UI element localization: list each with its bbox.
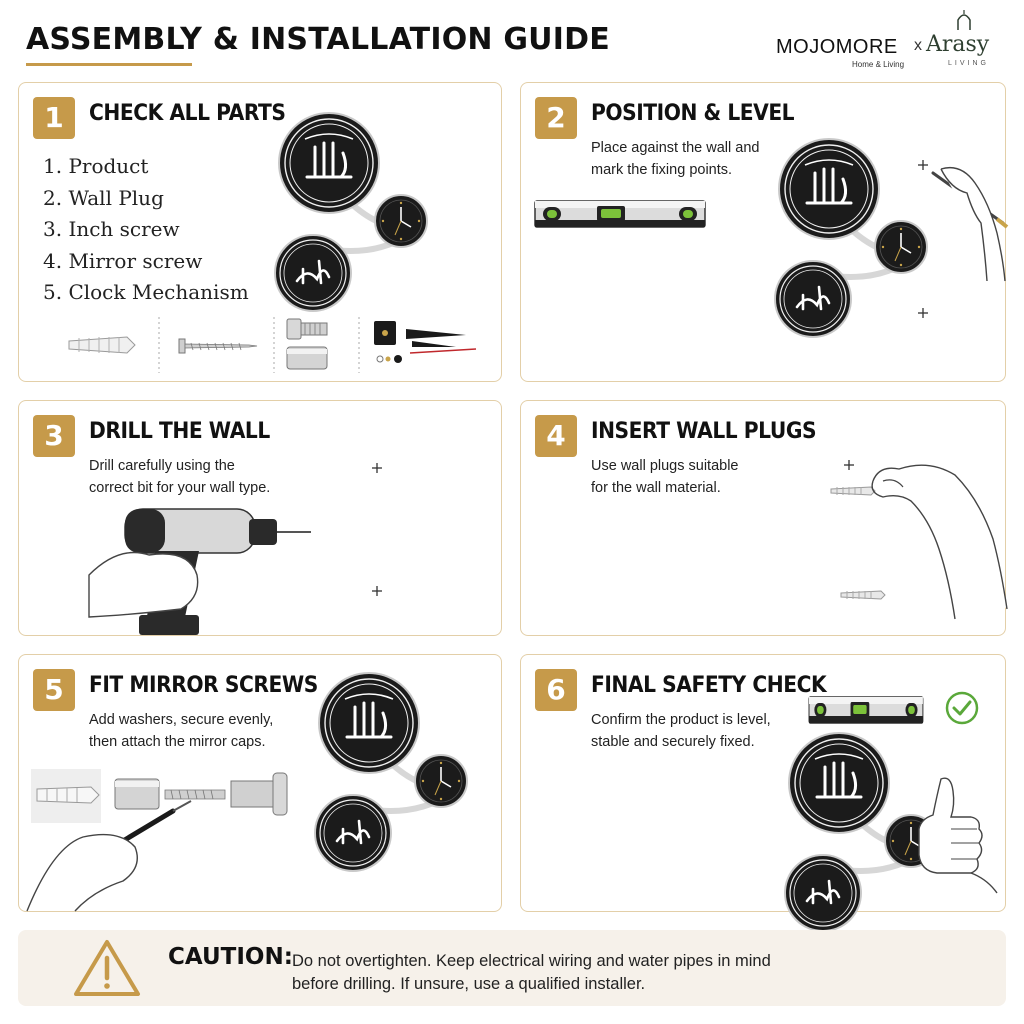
step-number: 5: [33, 669, 75, 711]
brand-logo: MOJOMORE Home & Living x Arasy LIVING: [776, 10, 1012, 74]
parts-list-item: 4. Mirror screw: [43, 248, 203, 273]
step-description-line: Place against the wall and: [591, 140, 760, 156]
spirit-level-icon: [534, 200, 706, 228]
step-title: CHECK ALL PARTS: [89, 101, 286, 126]
step-description-line: Use wall plugs suitable: [591, 458, 739, 474]
step-title: FIT MIRROR SCREWS: [89, 673, 318, 698]
parts-list-item: 1. Product: [43, 154, 149, 178]
crosshair-mark-icon: [843, 459, 855, 471]
brand-separator: x: [914, 37, 922, 54]
hand-with-screwdriver-icon: [26, 800, 192, 912]
step-description: Place against the wall and mark the fixi…: [591, 137, 759, 181]
warning-icon: [74, 940, 140, 996]
step-card-2: 2 POSITION & LEVEL Place against the wal…: [520, 82, 1009, 382]
brand-arasy-tagline: LIVING: [948, 60, 989, 67]
crosshair-mark-icon: [371, 585, 383, 597]
parts-list-item: 5. Clock Mechanism: [43, 280, 249, 304]
step-title: POSITION & LEVEL: [591, 101, 795, 126]
caution-text-line: before drilling. If unsure, use a qualif…: [292, 975, 646, 993]
thumbs-up-icon: [918, 777, 998, 894]
step-title: DRILL THE WALL: [89, 419, 270, 444]
step-title: FINAL SAFETY CHECK: [591, 673, 827, 698]
drill-icon: [88, 508, 311, 635]
step-description-line: then attach the mirror caps.: [89, 734, 266, 750]
step-description-line: correct bit for your wall type.: [89, 480, 271, 496]
step-description: Add washers, secure evenly, then attach …: [89, 709, 273, 753]
parts-list-item: 3. Inch screw: [43, 217, 180, 241]
parts-list: 1. Product 2. Wall Plug 3. Inch screw 4.…: [43, 151, 249, 309]
parts-row: [68, 317, 477, 373]
brand-mojomore-tagline: Home & Living: [852, 60, 905, 69]
step-description: Use wall plugs suitable for the wall mat…: [591, 455, 739, 499]
product-illustration: [317, 673, 487, 903]
mirror-screw-assembly-icon: [31, 769, 288, 823]
caution-text-line: Do not overtighten. Keep electrical wiri…: [292, 952, 771, 970]
step-number: 2: [535, 97, 577, 139]
caution-banner: CAUTION: Do not overtighten. Keep electr…: [18, 930, 1006, 1006]
brand-arasy: Arasy: [926, 32, 990, 57]
page-title: ASSEMBLY & INSTALLATION GUIDE: [26, 22, 610, 57]
caution-label: CAUTION:: [168, 944, 293, 970]
caution-text: Do not overtighten. Keep electrical wiri…: [292, 950, 771, 996]
spirit-level-icon: [808, 696, 924, 724]
step-description-line: stable and securely fixed.: [591, 734, 755, 750]
clock-mechanism-icon: [374, 321, 477, 363]
crosshair-mark-icon: [371, 462, 383, 474]
step-description-line: Add washers, secure evenly,: [89, 712, 274, 728]
step-description: Confirm the product is level, stable and…: [591, 709, 771, 753]
parts-list-item: 2. Wall Plug: [43, 185, 164, 210]
check-circle-icon: [945, 691, 979, 725]
wall-plug-icon: [68, 336, 136, 354]
product-illustration: [777, 139, 937, 359]
step-description-line: for the wall material.: [591, 480, 721, 496]
step-card-4: 4 INSERT WALL PLUGS Use wall plugs suita…: [520, 400, 1008, 636]
step-card-1: 1 CHECK ALL PARTS 1. Product 2. Wall Plu…: [18, 82, 502, 382]
step-number: 3: [33, 415, 75, 457]
step-description: Drill carefully using the correct bit fo…: [89, 455, 270, 499]
step-number: 4: [535, 415, 577, 457]
brand-mojomore: MOJOMORE: [776, 36, 898, 58]
step-title: INSERT WALL PLUGS: [591, 419, 817, 444]
product-illustration: [277, 113, 437, 333]
title-underline: [26, 63, 192, 66]
step-card-5: 5 FIT MIRROR SCREWS Add washers, secure …: [18, 654, 502, 912]
step-description-line: mark the fixing points.: [591, 162, 733, 178]
hand-with-pencil-icon: [931, 166, 1009, 282]
hand-icon: [871, 464, 1008, 620]
screw-icon: [178, 338, 258, 354]
step-number: 6: [535, 669, 577, 711]
step-number: 1: [33, 97, 75, 139]
step-description-line: Drill carefully using the: [89, 458, 235, 474]
dome-icon: [957, 10, 971, 30]
mirror-screw-icon: [286, 318, 328, 370]
crosshair-mark-icon: [917, 307, 929, 319]
step-card-6: 6 FINAL SAFETY CHECK Confirm the product…: [520, 654, 1006, 912]
step-description-line: Confirm the product is level,: [591, 712, 771, 728]
step-card-3: 3 DRILL THE WALL Drill carefully using t…: [18, 400, 502, 636]
